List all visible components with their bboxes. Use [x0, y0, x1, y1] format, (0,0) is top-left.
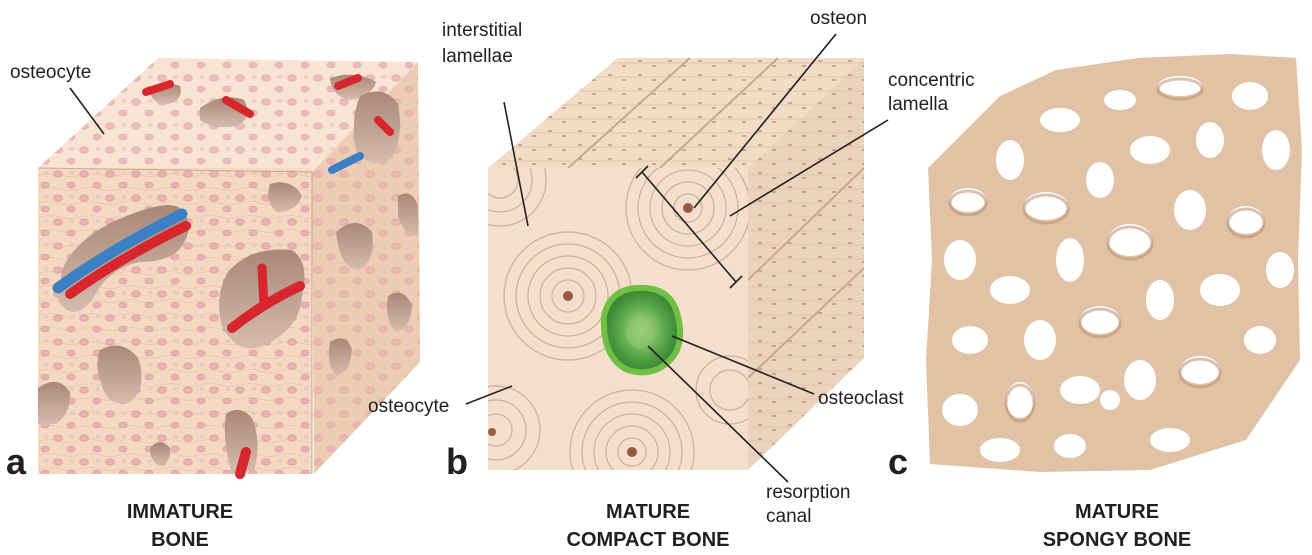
resorption-canal	[604, 288, 680, 372]
caption-a-line2: BONE	[151, 529, 209, 551]
panel-letter-b: b	[446, 441, 468, 482]
panel-b-compact-bone: interstitial lamellae osteon concentric …	[368, 8, 975, 551]
caption-b-line2: COMPACT BONE	[567, 529, 730, 551]
label-osteocyte-a: osteocyte	[10, 62, 91, 83]
label-osteocyte-b: osteocyte	[368, 396, 449, 417]
spongy-trabeculae	[920, 50, 1310, 480]
label-resorption-canal-2: canal	[766, 506, 811, 527]
panel-letter-a: a	[6, 441, 27, 482]
label-interstitial-lamellae-1: interstitial	[442, 20, 522, 41]
label-osteoclast: osteoclast	[818, 388, 904, 409]
panel-c-spongy-bone: c MATURE SPONGY BONE	[888, 50, 1310, 551]
caption-a-line1: IMMATURE	[127, 501, 233, 523]
caption-c-line2: SPONGY BONE	[1043, 529, 1192, 551]
label-resorption-canal-1: resorption	[766, 482, 851, 503]
label-concentric-lamella-1: concentric	[888, 70, 975, 91]
label-concentric-lamella-2: lamella	[888, 94, 949, 115]
label-osteon: osteon	[810, 8, 867, 29]
panel-a-immature-bone: osteocyte a IMMATURE BONE	[6, 58, 420, 551]
caption-b-line1: MATURE	[606, 501, 690, 523]
panel-letter-c: c	[888, 441, 908, 482]
label-interstitial-lamellae-2: lamellae	[442, 46, 513, 67]
caption-c-line1: MATURE	[1075, 501, 1159, 523]
